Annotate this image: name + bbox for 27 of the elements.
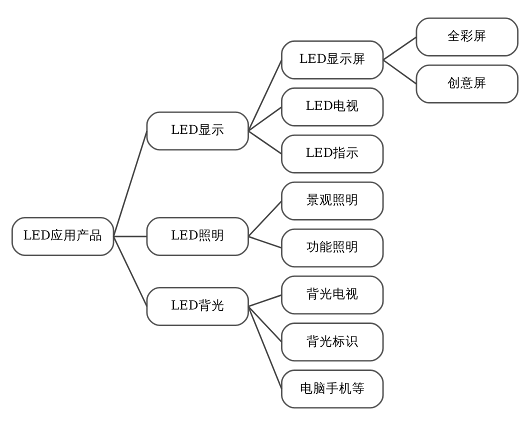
connector <box>382 58 417 84</box>
node-box: LED背光 <box>146 286 250 326</box>
connector <box>248 294 282 307</box>
node-box: 功能照明 <box>280 228 384 268</box>
connector <box>248 306 282 389</box>
node-box: LED照明 <box>146 216 250 256</box>
connector <box>112 236 148 306</box>
node-box: 背光电视 <box>280 274 384 314</box>
connector <box>382 36 417 60</box>
node-box: LED显示屏 <box>280 40 384 79</box>
node-box: LED电视 <box>280 86 384 126</box>
node-box: 全彩屏 <box>416 16 519 56</box>
connector <box>248 200 282 236</box>
node-box: LED显示 <box>146 110 250 150</box>
connector <box>114 235 147 237</box>
node-box: 创意屏 <box>416 64 519 104</box>
connector <box>248 235 282 248</box>
node-box: 背光标识 <box>280 322 384 362</box>
connector <box>248 59 282 131</box>
connector <box>248 306 282 342</box>
node-box: 景观照明 <box>280 180 384 220</box>
connector <box>248 106 282 132</box>
connector <box>248 130 282 154</box>
node-box: LED应用产品 <box>11 216 114 256</box>
node-box: LED指示 <box>280 134 384 173</box>
node-box: 电脑手机等 <box>280 368 384 408</box>
connector <box>112 130 148 236</box>
